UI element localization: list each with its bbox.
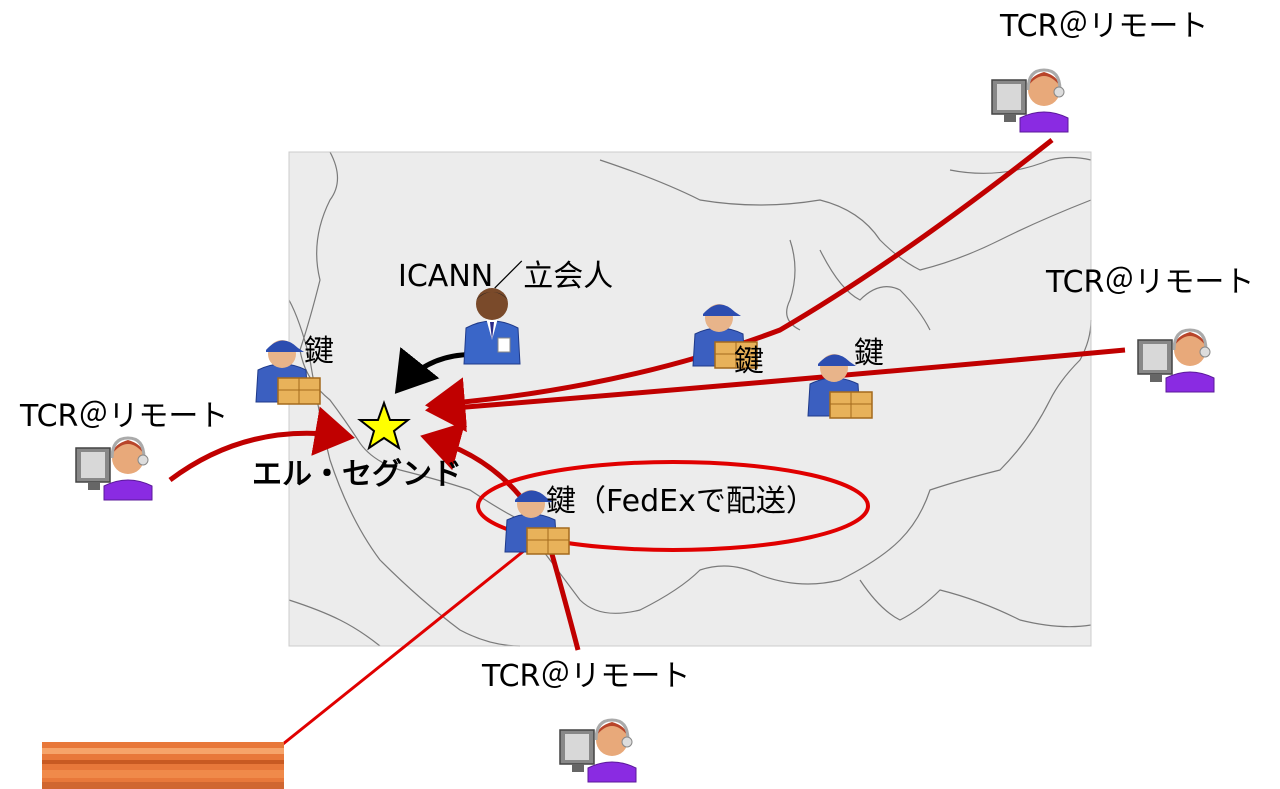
remote-operator-icon: [990, 68, 1070, 134]
remote-label-top: TCR＠リモート: [1000, 9, 1209, 44]
tamper-evident-bag-photo: [42, 742, 284, 789]
star-icon: [357, 399, 411, 451]
remote-label-right: TCR＠リモート: [1046, 265, 1255, 300]
key-label: 鍵: [734, 344, 764, 379]
remote-label-bottom: TCR＠リモート: [482, 659, 691, 694]
remote-operator-icon: [1136, 328, 1216, 394]
destination-label: エル・セグンド: [252, 457, 462, 492]
remote-label-left: TCR＠リモート: [20, 399, 229, 434]
remote-operator-icon: [74, 436, 154, 502]
fedex-key-label: 鍵（FedExで配送）: [546, 484, 816, 519]
key-label: 鍵: [854, 336, 884, 371]
map-background: [289, 152, 1091, 646]
bag-callout-line: [277, 548, 526, 750]
remote-operator-icon: [558, 718, 638, 784]
key-transport-arrows: [168, 138, 1126, 651]
key-label: 鍵: [304, 334, 334, 369]
witness-label: ICANN／立会人: [398, 259, 614, 294]
fedex-highlight-ellipse: [476, 460, 870, 552]
